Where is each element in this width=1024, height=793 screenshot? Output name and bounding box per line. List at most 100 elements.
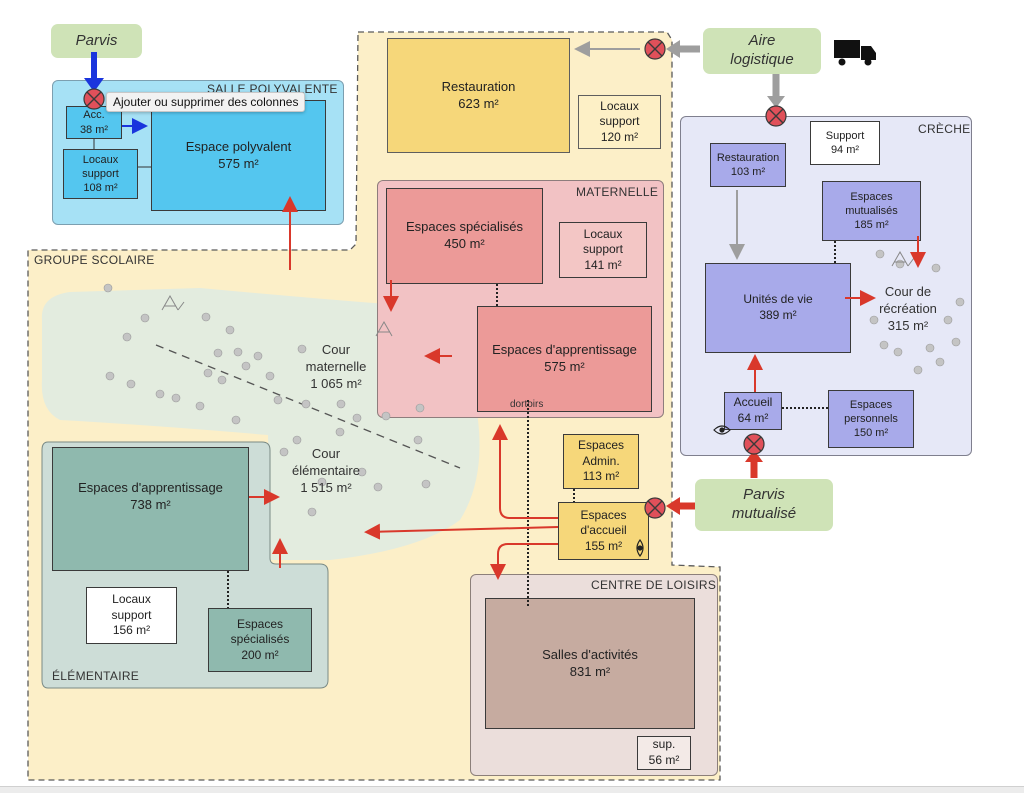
tree-icon (195, 401, 205, 411)
accueil-creche-label: Accueil (733, 395, 773, 410)
tree-icon (301, 399, 311, 409)
tree-icon (279, 447, 289, 457)
espace-polyvalent-area: 575 m² (218, 155, 259, 171)
blue-arrowhead (84, 78, 104, 92)
tree-icon (140, 313, 150, 323)
red-arrow-accueil-down (490, 543, 558, 580)
locaux-support-top-label-1: Locaux (600, 98, 639, 113)
cour-recreation-area: 315 m² (887, 317, 929, 333)
tree-icon (357, 467, 367, 477)
access-marker-icon (765, 105, 787, 127)
tree-icon (935, 357, 945, 367)
aire-logistique-label-2: logistique (730, 51, 794, 68)
locaux-support-elem-box: Locaux support 156 m² (86, 587, 177, 644)
acc-box: Acc. 38 m² (66, 106, 122, 139)
tree-icon (913, 365, 923, 375)
espaces-accueil-label-1: Espaces (580, 507, 627, 522)
eye-icon (713, 425, 731, 435)
tree-icon (943, 315, 953, 325)
tree-icon (931, 263, 941, 273)
support-creche-label: Support (825, 129, 865, 142)
locaux-support-elem-label-1: Locaux (112, 592, 151, 607)
tree-icon (336, 399, 346, 409)
accueil-creche-area: 64 m² (737, 411, 769, 425)
groupe-scolaire-label: GROUPE SCOLAIRE (34, 253, 155, 267)
salles-activites-box: Salles d'activités 831 m² (485, 598, 695, 729)
access-marker-icon (644, 497, 666, 519)
esp-apprentissage-mat-box: Espaces d'apprentissage 575 m² (477, 306, 652, 412)
parvis-mutualise-tag: Parvis mutualisé (695, 479, 833, 531)
esp-personnels-label-1: Espaces (849, 398, 893, 411)
playground-icon (375, 320, 393, 337)
tree-icon (155, 389, 165, 399)
cour-recreation-name-1: Cour de (884, 284, 932, 299)
esp-personnels-box: Espaces personnels 150 m² (828, 390, 914, 448)
cour-maternelle-label: Cour maternelle 1 065 m² (300, 342, 372, 393)
cour-elementaire-label: Cour élémentaire 1 515 m² (284, 446, 368, 497)
tree-icon (203, 368, 213, 378)
access-marker-icon (83, 88, 105, 110)
cour-recreation-name-2: récréation (879, 300, 937, 316)
accueil-creche-box: Accueil 64 m² (724, 392, 782, 430)
restauration-creche-box: Restauration 103 m² (710, 143, 786, 187)
tree-icon (233, 347, 243, 357)
espaces-admin-label-1: Espaces (577, 438, 625, 453)
tree-icon (875, 249, 885, 259)
locaux-support-mat-area: 141 m² (584, 257, 622, 272)
restauration-area: 623 m² (458, 95, 499, 111)
esp-personnels-area: 150 m² (853, 427, 889, 440)
red-arrow-accueil-up (492, 424, 558, 519)
support-creche-box: Support 94 m² (810, 121, 880, 165)
esp-specialises-elem-label-1: Espaces (236, 616, 284, 631)
cour-maternelle-name-1: Cour (321, 342, 351, 357)
tree-icon (335, 427, 345, 437)
restauration-box: Restauration 623 m² (387, 38, 570, 153)
tree-icon (213, 348, 223, 358)
elementaire-label: ÉLÉMENTAIRE (52, 669, 140, 683)
esp-apprentissage-elem-area: 738 m² (130, 496, 171, 512)
cour-recreation-label: Cour de récréation 315 m² (868, 284, 948, 335)
tree-icon (103, 283, 113, 293)
tree-icon (231, 415, 241, 425)
esp-specialises-mat-area: 450 m² (444, 236, 485, 251)
eye-icon (636, 538, 644, 558)
parvis-tag-label: Parvis (75, 31, 118, 49)
locaux-support-mat-label-2: support (582, 242, 624, 257)
locaux-support-sp-label-1: Locaux (82, 153, 119, 166)
espaces-accueil-box: Espaces d'accueil 155 m² (558, 502, 649, 560)
red-arrowhead (745, 450, 763, 462)
tree-icon (951, 337, 961, 347)
esp-personnels-label-2: personnels (844, 412, 898, 425)
esp-mutualises-box: Espaces mutualisés 185 m² (822, 181, 921, 241)
espaces-accueil-area: 155 m² (584, 538, 623, 553)
esp-apprentissage-mat-area: 575 m² (544, 359, 585, 374)
cour-maternelle-name-2: maternelle (305, 358, 367, 374)
locaux-support-sp-box: Locaux support 108 m² (63, 149, 138, 199)
locaux-support-top-area: 120 m² (600, 129, 639, 144)
access-marker-icon (644, 38, 666, 60)
cour-area (41, 288, 480, 560)
parvis-mutualise-label-1: Parvis (743, 486, 785, 504)
locaux-support-elem-area: 156 m² (112, 623, 151, 638)
access-marker-icon (743, 433, 765, 455)
locaux-support-sp-area: 108 m² (83, 182, 118, 195)
restauration-creche-label: Restauration (716, 151, 780, 164)
unites-de-vie-box: Unités de vie 389 m² (705, 263, 851, 353)
sup-box: sup. 56 m² (637, 736, 691, 770)
tree-icon (217, 375, 227, 385)
tree-icon (122, 332, 132, 342)
aire-logistique-tag: Aire logistique (703, 28, 821, 74)
espace-polyvalent-box: Espace polyvalent 575 m² (151, 100, 326, 211)
dortoirs-label: dortoirs (510, 399, 544, 410)
tree-icon (352, 413, 362, 423)
tree-icon (869, 315, 879, 325)
salles-activites-label: Salles d'activités (542, 646, 638, 662)
esp-specialises-mat-label: Espaces spécialisés (405, 219, 524, 235)
tooltip: Ajouter ou supprimer des colonnes (106, 92, 306, 112)
tree-icon (421, 479, 431, 489)
acc-area: 38 m² (79, 123, 109, 136)
horizontal-scrollbar[interactable] (0, 786, 1024, 793)
tree-icon (265, 371, 275, 381)
